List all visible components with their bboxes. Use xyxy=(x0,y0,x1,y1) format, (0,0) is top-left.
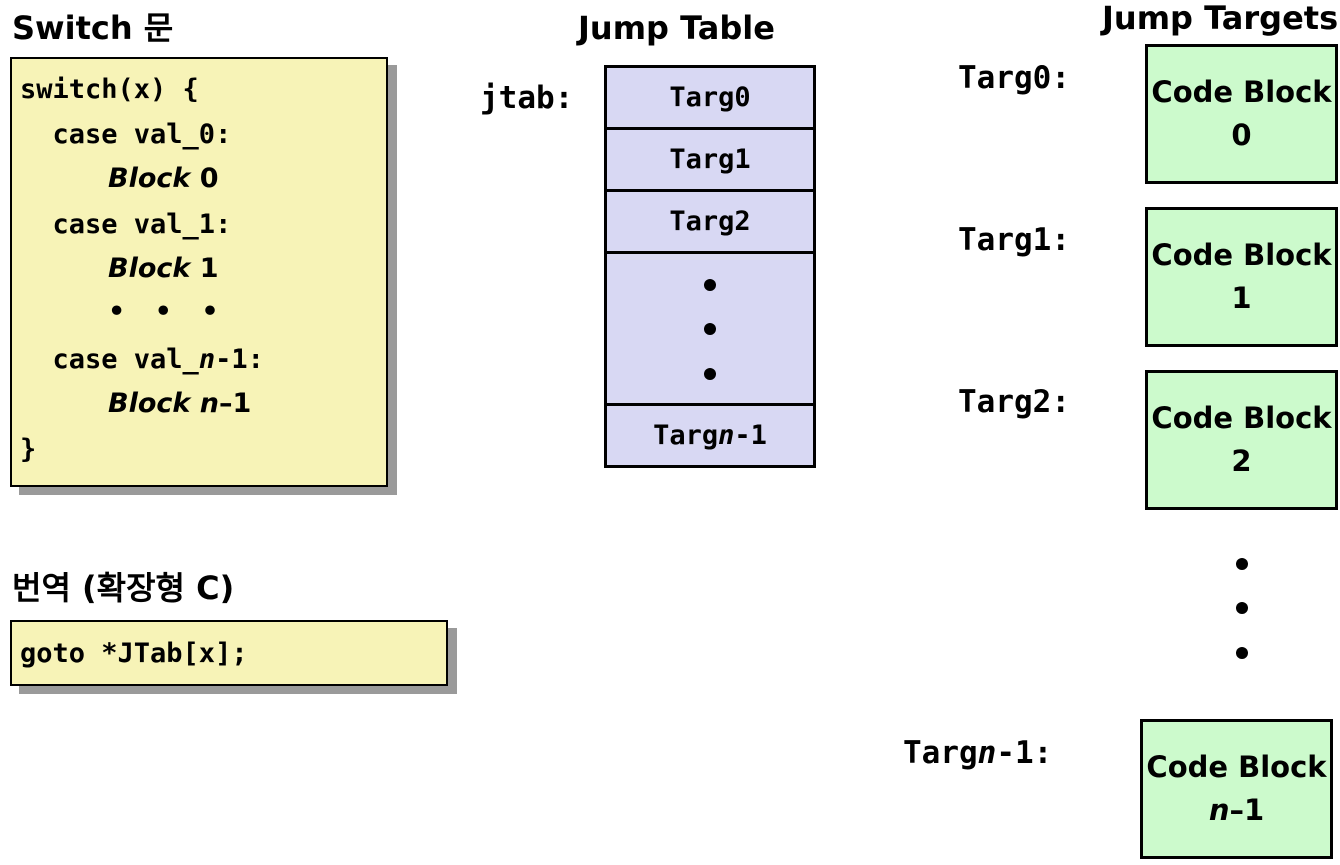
switch-title: Switch 문 xyxy=(12,9,174,47)
last-block-n: n xyxy=(1208,793,1230,827)
last-cell-prefix: Targ xyxy=(653,420,719,451)
target-label: Targ2: xyxy=(958,384,1070,420)
code-block-text: Code Block xyxy=(1151,74,1332,109)
code-block-text: Code Block xyxy=(1151,237,1332,272)
ellipsis-dot xyxy=(1236,602,1248,614)
ellipsis-dot xyxy=(1236,558,1248,570)
jump-table-cell: Targ0 xyxy=(604,65,816,130)
switch-code-box: switch(x) { case val_0: Block 0 case val… xyxy=(10,57,388,487)
jtab-label: jtab: xyxy=(480,80,574,116)
ellipsis-dot xyxy=(704,279,716,291)
last-label-suffix: -1: xyxy=(996,735,1053,771)
code-block-number: 1 xyxy=(1231,281,1252,315)
last-block-suffix: –1 xyxy=(1229,793,1265,827)
code-block: Code Block 2 xyxy=(1145,370,1338,510)
code-line-close: } xyxy=(20,434,37,465)
code-line-case0: case val_0: xyxy=(20,119,232,150)
blockN-word: Block xyxy=(108,388,191,419)
last-label-prefix: Targ xyxy=(903,735,978,771)
ellipsis-dot xyxy=(704,368,716,380)
blockN-suffix: –1 xyxy=(218,388,252,419)
ellipsis-dot xyxy=(1236,647,1248,659)
code-line-blockN: Block n–1 xyxy=(108,390,251,417)
last-label-n: n xyxy=(977,735,997,771)
code-ellipsis: • • • xyxy=(108,296,229,327)
code-line-block1: Block 1 xyxy=(108,255,219,282)
code-line-switch: switch(x) { xyxy=(20,74,199,105)
block1-number: 1 xyxy=(190,253,219,284)
code-block-text: Code Block xyxy=(1146,749,1327,784)
code-block-last: Code Block n–1 xyxy=(1140,719,1333,859)
caseN-suffix: -1: xyxy=(215,344,264,375)
jump-table-cell: Targ1 xyxy=(604,127,816,192)
code-block: Code Block 1 xyxy=(1145,207,1338,347)
block0-number: 0 xyxy=(190,163,219,194)
target-label: Targ0: xyxy=(958,60,1070,96)
code-block-text: Code Block xyxy=(1151,400,1332,435)
code-block-last-number: n–1 xyxy=(1209,789,1264,833)
code-line-case1: case val_1: xyxy=(20,209,232,240)
ellipsis-dot xyxy=(704,323,716,335)
last-cell-n: n xyxy=(718,420,735,451)
blockN-n: n xyxy=(190,388,219,419)
jump-table-cell: Targ2 xyxy=(604,189,816,254)
block1-word: Block xyxy=(108,253,191,284)
block0-word: Block xyxy=(108,163,191,194)
jump-table-title: Jump Table xyxy=(578,9,775,47)
caseN-prefix: case val_ xyxy=(20,344,199,375)
code-block-number: 2 xyxy=(1231,444,1252,478)
translation-code: goto *JTab[x]; xyxy=(20,638,248,669)
last-cell-suffix: -1 xyxy=(734,420,767,451)
target-label: Targ1: xyxy=(958,222,1070,258)
translation-code-box: goto *JTab[x]; xyxy=(10,620,448,686)
code-line-block0: Block 0 xyxy=(108,165,219,192)
caseN-n: n xyxy=(198,344,216,375)
code-block: Code Block 0 xyxy=(1145,44,1338,184)
code-block-number: 0 xyxy=(1231,118,1252,152)
target-label-last: Targn-1: xyxy=(903,738,1052,769)
jump-targets-title: Jump Targets xyxy=(1102,0,1339,37)
code-line-caseN: case val_n-1: xyxy=(20,346,264,373)
translation-title: 번역 (확장형 C) xyxy=(12,569,235,607)
